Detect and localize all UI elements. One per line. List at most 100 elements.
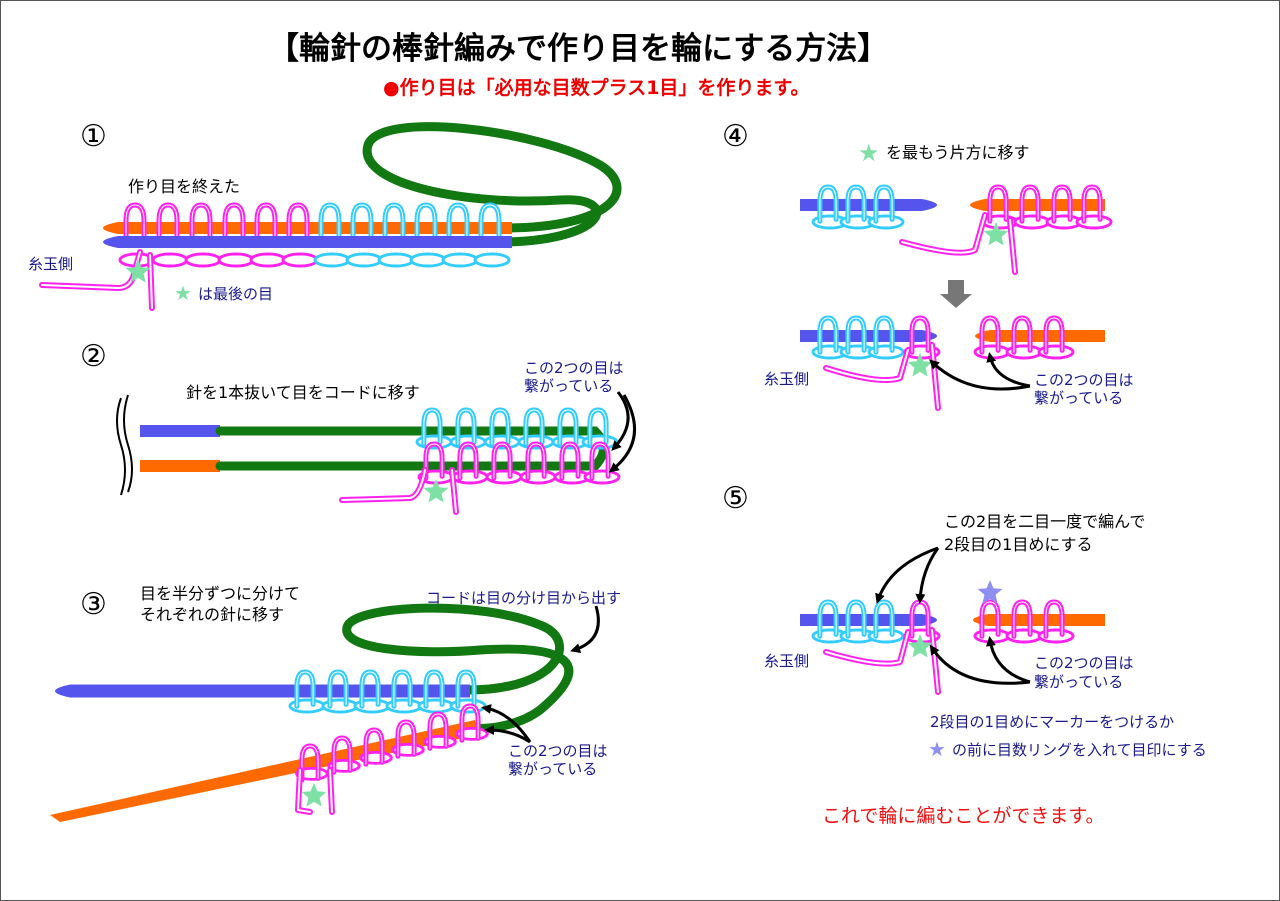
stitch-loop-inner [425,443,443,479]
stitch-loop-inner [1053,186,1071,222]
needle [103,236,512,248]
yarn-tail-inner [296,769,311,813]
yarn-strand-inner [931,344,939,409]
stitch-loop-inner [457,671,475,707]
connected-arrow [929,359,1031,391]
stitch-loop-inner [1013,317,1031,353]
step5-marker-line2: の前に目数リングを入れて目印にする [952,741,1207,759]
stitch-loop-inner [329,671,347,707]
break-line-icon [116,397,126,496]
star-icon: ★ [858,139,880,167]
stitch-foot-inner [381,255,411,265]
stitch-loop-inner [125,204,145,244]
step1-number: ① [80,119,107,154]
step3-caption-line1: 目を半分ずつに分けて [140,584,301,603]
marker-star-icon: ★ [928,737,946,761]
stitch-loop-inner [301,745,319,781]
yarn-tail-inner [901,214,986,254]
stitch-loop-inner [393,671,411,707]
step5-number: ⑤ [722,481,749,516]
stitch-foot-inner [285,255,315,265]
stitch-loop-inner [819,186,837,222]
step3-caption-line2: それぞれの針に移す [140,605,285,624]
stitch-loop-inner [480,204,500,244]
stitch-loop-inner [448,204,468,244]
stitch-loop-inner [288,204,308,244]
instruction-arrow [915,547,940,604]
stitch-loop-inner [911,317,929,353]
stitch-loop-inner [875,186,893,222]
instruction-arrow [875,546,939,604]
yarn-tail [899,212,988,256]
stitch-loop-inner [847,601,865,637]
stitch-loop-inner [527,443,545,479]
needle [55,684,470,698]
stitch-foot-inner [221,255,251,265]
stitch-loop-inner [1045,317,1063,353]
star-icon: ★ [174,281,192,305]
stitch-loop-inner [365,729,383,765]
cable-cord [362,122,622,247]
stitch-loop-inner [1021,186,1039,222]
yarn-strand-inner [931,629,939,693]
stitch-loop-inner [1013,601,1031,637]
last-stitch-star-icon [907,353,933,377]
needle [140,460,220,472]
stitch-loop-inner [493,443,511,479]
last-stitch-star-icon [423,479,449,503]
step5-marker-line1: 2段目の1目めにマーカーをつけるか [930,713,1175,731]
step2-caption: 針を1本抜いて目をコードに移す [186,383,420,402]
stitch-loop-inner [525,409,543,445]
step2-number: ② [80,339,107,374]
step3-connected-line1: この2つの目は [508,742,608,760]
stitch-foot-inner [349,255,379,265]
yarn-strand-inner [149,254,153,309]
connected-arrow [608,394,637,473]
stitch-foot-inner [253,255,283,265]
connected-arrow [611,391,630,451]
step4-caption: を最もう片方に移す [886,143,1030,162]
step5-connected-line2: 繋がっている [1034,673,1124,691]
last-stitch-star-icon [301,783,327,807]
stitch-loop-inner [361,671,379,707]
step1-caption: 作り目を終えた [128,177,241,196]
step3-connected-line2: 繋がっている [508,760,598,778]
step2-connected-line1: この2つの目は [524,359,624,377]
stitch-loop-inner [296,671,314,707]
connected-arrow [484,725,531,744]
yarn-strand-inner [329,769,333,813]
stitch-loop-inner [425,671,443,707]
stitch-loop-inner [256,204,276,244]
last-stitch-star-icon [125,259,151,283]
stitch-loop-inner [459,443,477,479]
cord-note-arrow [570,605,600,653]
stitch-loop-inner [819,317,837,353]
stitch-loop-inner [875,317,893,353]
step4-connected-line1: この2つの目は [1034,371,1134,389]
stitch-loop-inner [847,186,865,222]
step4-connected-line2: 繋がっている [1034,389,1124,407]
stitch-loop-inner [819,601,837,637]
step4-yarn-side-label: 糸玉側 [764,370,810,388]
down-arrow-icon [940,280,972,308]
step4-number: ④ [722,119,749,154]
stitch-foot-inner [188,255,218,265]
cable-cord [342,603,574,733]
subtitle-note: ●作り目は「必用な目数プラス1目」を作ります。 [383,77,810,99]
last-stitch-star-icon [983,222,1009,246]
conclusion-text: これで輪に編むことができます。 [822,805,1105,827]
stitch-loop-inner [384,204,404,244]
stitch-loop-inner [224,204,244,244]
stitch-loop-inner [491,409,509,445]
stitch-loop-inner [559,409,577,445]
break-line-icon [123,394,133,493]
yarn-strand-inner [1009,219,1016,273]
stitch-loop-inner [1083,186,1101,222]
last-stitch-star-icon [907,634,933,658]
stitch-foot-inner [477,255,507,265]
stitch-foot-inner [413,255,443,265]
stitch-foot-inner [155,255,185,265]
stitch-foot-inner [445,255,475,265]
step3-cord-note: コードは目の分け目から出す [426,589,622,607]
